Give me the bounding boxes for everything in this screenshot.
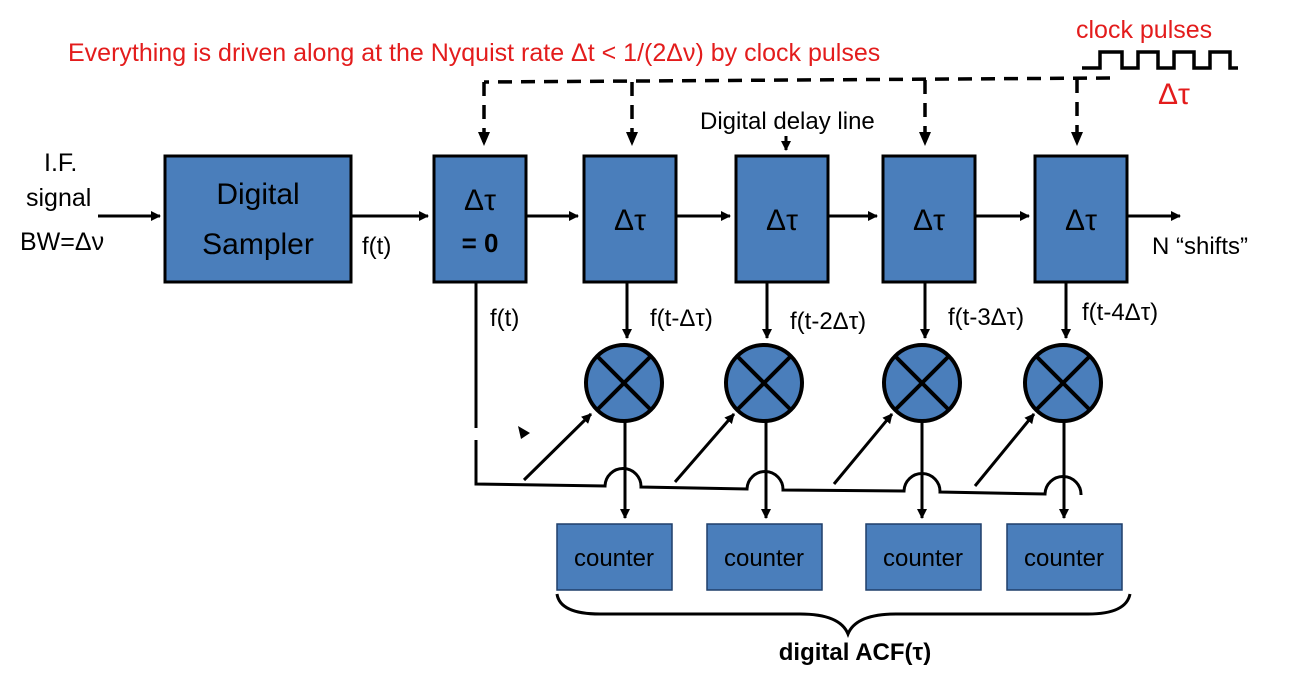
reference-feed-2	[673, 413, 736, 483]
clock-pulses-label: clock pulses	[1076, 16, 1212, 44]
acf-brace	[555, 593, 1132, 639]
counter-label-3: counter	[883, 545, 963, 572]
clock-bus	[478, 76, 1111, 146]
tap-label-3: f(t-3Δτ)	[948, 304, 1024, 331]
delay-stage-4-label: Δτ	[1065, 204, 1097, 237]
multiplier-3	[882, 343, 962, 423]
acf-label: digital ACF(τ)	[779, 639, 931, 666]
n-shifts-label: N “shifts”	[1152, 233, 1248, 260]
counter-label-2: counter	[724, 545, 804, 572]
input-label-line3: BW=Δν	[20, 228, 104, 256]
multiplier-4	[1023, 343, 1103, 423]
delay-stage-3	[881, 154, 977, 284]
multiplier-1	[584, 343, 664, 423]
reference-feed-3	[832, 413, 894, 485]
digital-sampler-box	[163, 154, 353, 284]
delay-stage-1-label: Δτ	[614, 204, 646, 237]
tap-label-4: f(t-4Δτ)	[1082, 299, 1158, 326]
counter-box-2	[706, 523, 823, 591]
reference-signal-line	[474, 282, 1083, 496]
sampler-label-line1: Digital	[216, 178, 299, 211]
clock-delta-label: Δτ	[1158, 78, 1190, 111]
input-label-line1: I.F.	[44, 149, 77, 177]
delay-stage-4	[1033, 154, 1129, 284]
delay-stage-2-label: Δτ	[766, 204, 798, 237]
reference-feed-1	[522, 412, 593, 482]
counter-label-4: counter	[1024, 545, 1104, 572]
clock-waveform	[1082, 50, 1238, 70]
delay-stage-0	[432, 154, 528, 284]
counter-box-1	[556, 523, 673, 591]
header-title: Everything is driven along at the Nyquis…	[68, 39, 880, 67]
delay-stage-3-label: Δτ	[913, 204, 945, 237]
sampler-label-line2: Sampler	[202, 228, 314, 261]
sampler-output-label: f(t)	[362, 233, 391, 260]
stray-arrowhead	[518, 426, 530, 439]
delay-line-label: Digital delay line	[700, 108, 875, 135]
delay-stage-0-label-top: Δτ	[464, 184, 496, 217]
multiplier-2	[724, 343, 804, 423]
tap-label-1: f(t-Δτ)	[650, 305, 713, 332]
delay-stage-2	[734, 154, 830, 284]
input-label-line2: signal	[26, 184, 91, 212]
counter-box-3	[865, 523, 982, 591]
tap-label-0: f(t)	[490, 305, 519, 332]
delay-stage-1	[582, 154, 678, 284]
counter-box-4	[1006, 523, 1123, 591]
tap-label-2: f(t-2Δτ)	[790, 308, 866, 335]
delay-stage-0-label-bottom: = 0	[462, 228, 499, 258]
counter-label-1: counter	[574, 545, 654, 572]
reference-feed-4	[973, 413, 1036, 487]
